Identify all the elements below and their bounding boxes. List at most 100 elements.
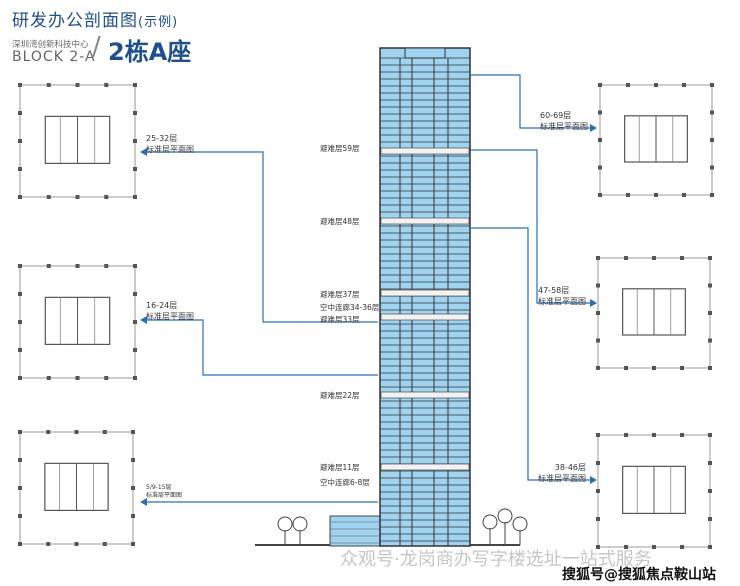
refuge-floor (380, 313, 470, 321)
tower (379, 47, 471, 547)
column (680, 433, 684, 437)
column (102, 430, 107, 434)
column (46, 195, 51, 199)
column (708, 517, 712, 521)
column (133, 264, 137, 268)
tree-icon (292, 516, 308, 532)
column (708, 311, 712, 315)
leader-line (470, 227, 594, 481)
column (598, 165, 602, 170)
column (708, 461, 712, 465)
building-name: 2栋A座 (108, 38, 192, 66)
page-title: 研发办公剖面图(示例) (12, 11, 179, 31)
column (598, 83, 602, 87)
column (18, 83, 22, 87)
column (624, 545, 628, 549)
column (18, 167, 22, 171)
subtitle-en: BLOCK 2-A (12, 49, 96, 65)
column (598, 110, 602, 115)
column (18, 292, 22, 296)
plan-label-38-46: 38-46层标准层平面图 (538, 463, 586, 483)
column (596, 433, 600, 437)
column (18, 486, 22, 490)
leader-line (470, 149, 594, 304)
column (75, 195, 80, 199)
tree-icon (277, 516, 293, 532)
column (133, 348, 137, 352)
column (18, 264, 22, 268)
floor-label: 避难层33层 (320, 315, 360, 324)
watermark: 众观号·龙岗商办写字楼选址一站式服务 (340, 549, 652, 570)
column (710, 83, 714, 87)
column (710, 193, 714, 197)
arrow-icon (590, 299, 597, 307)
column (18, 348, 22, 352)
column (133, 292, 137, 296)
column (708, 256, 712, 260)
column (46, 83, 51, 87)
column (46, 264, 51, 268)
column (624, 366, 628, 370)
column (133, 167, 137, 171)
column (133, 195, 137, 199)
column (626, 193, 630, 197)
column (104, 195, 109, 199)
column (598, 138, 602, 142)
refuge-floor (380, 147, 470, 155)
column (708, 338, 712, 343)
column (131, 430, 135, 434)
column (654, 83, 658, 87)
plan-label-16-24: 16-24层标准层平面图 (146, 301, 194, 321)
column (18, 514, 22, 518)
column (102, 542, 107, 546)
column (680, 545, 684, 549)
divider-slash: / (92, 32, 101, 62)
column (131, 486, 135, 490)
column (596, 256, 600, 260)
column (624, 256, 628, 260)
column (75, 264, 80, 268)
column (652, 545, 656, 549)
arrow-icon (590, 476, 597, 484)
column (708, 489, 712, 493)
column (75, 83, 80, 87)
column (133, 376, 137, 380)
column (596, 545, 600, 549)
tree-icon (512, 516, 528, 532)
column (104, 264, 109, 268)
floor-label: 避难层48层 (320, 217, 360, 226)
refuge-floor (380, 463, 470, 471)
floor-label: 避难层11层 (320, 463, 360, 472)
arrow-icon (140, 316, 147, 324)
floor-label: 空中连廊34-36层 (320, 303, 380, 312)
column (18, 542, 22, 546)
column (18, 320, 22, 324)
column (598, 193, 602, 197)
column (710, 110, 714, 115)
column (104, 83, 109, 87)
floor-label: 避难层22层 (320, 391, 360, 400)
column (652, 366, 656, 370)
plan-label-5-15: 5/9-15层标准层平面图 (146, 484, 183, 499)
column (624, 433, 628, 437)
leader-line (146, 319, 378, 376)
column (596, 311, 600, 315)
column (596, 366, 600, 370)
column (596, 517, 600, 521)
column (596, 283, 600, 288)
column (596, 489, 600, 493)
podium (329, 515, 386, 547)
leader-line (470, 74, 594, 129)
column (596, 461, 600, 465)
column (18, 430, 22, 434)
column (708, 545, 712, 549)
column (708, 283, 712, 288)
column (46, 376, 51, 380)
column (710, 138, 714, 142)
tree-icon (497, 508, 513, 524)
column (710, 165, 714, 170)
column (133, 111, 137, 115)
source-watermark: 搜狐号@搜狐焦点鞍山站 (562, 567, 716, 583)
